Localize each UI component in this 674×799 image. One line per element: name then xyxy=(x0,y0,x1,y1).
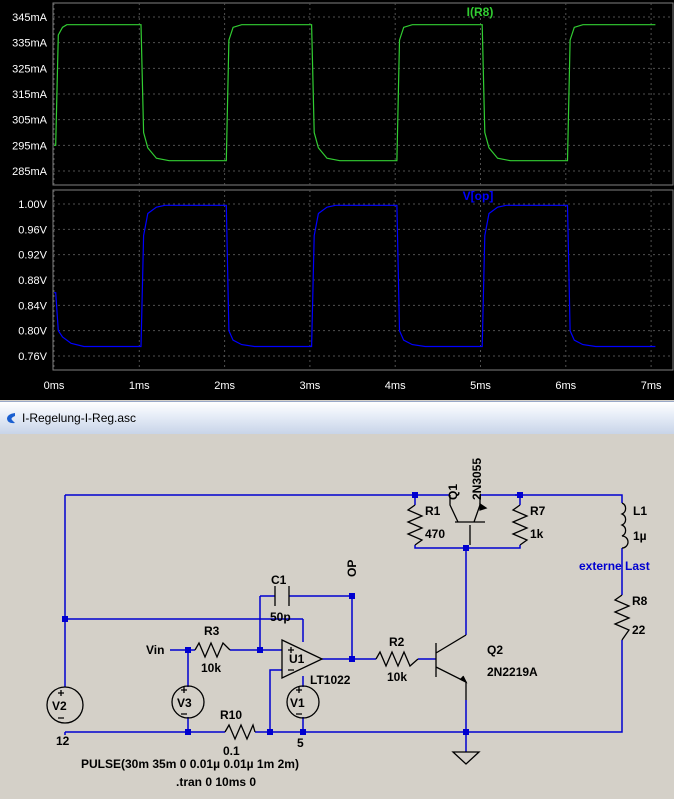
q2-model: 2N2219A xyxy=(487,665,538,679)
v1-name: V1 xyxy=(290,696,305,710)
plot2-y-tick-label: 1.00V xyxy=(18,199,47,211)
tran-directive[interactable]: .tran 0 10ms 0 xyxy=(176,775,256,789)
plot2-y-tick-label: 0.92V xyxy=(18,250,47,262)
r3-value: 10k xyxy=(201,661,221,675)
plot2-y-tick-label: 0.96V xyxy=(18,224,47,236)
x-tick-label: 6ms xyxy=(555,380,576,392)
plot2-y-tick-label: 0.76V xyxy=(18,351,47,363)
x-tick-label: 7ms xyxy=(641,380,662,392)
r7-resistor xyxy=(511,504,529,546)
l1-name: L1 xyxy=(633,504,647,518)
v2-source xyxy=(46,686,84,724)
v1-source xyxy=(286,685,320,719)
x-tick-label: 2ms xyxy=(214,380,235,392)
plot1-y-tick-label: 305mA xyxy=(12,115,48,127)
components[interactable] xyxy=(46,495,631,765)
plot1-y-tick-label: 345mA xyxy=(12,12,48,24)
r3-resistor xyxy=(194,641,231,659)
r2-value: 10k xyxy=(387,670,407,684)
plot2-trace xyxy=(54,204,656,348)
v2-value: 12 xyxy=(56,734,70,748)
pulse-directive[interactable]: PULSE(30m 35m 0 0.01µ 0.01µ 1m 2m) xyxy=(81,757,299,771)
x-tick-label: 1ms xyxy=(129,380,150,392)
r10-value: 0.1 xyxy=(223,744,240,758)
op-net-label: OP xyxy=(345,560,359,577)
u1-model: LT1022 xyxy=(310,673,351,687)
v3-source xyxy=(171,685,205,719)
r3-name: R3 xyxy=(204,624,220,638)
plot2-y-tick-label: 0.80V xyxy=(18,326,47,338)
r8-resistor xyxy=(613,594,631,641)
q1-model: 2N3055 xyxy=(470,458,484,500)
x-tick-label: 0ms xyxy=(44,380,65,392)
waveform-plots[interactable]: 345mA 335mA 325mA 315mA 305mA 295mA 285mA 1.00V… xyxy=(0,0,674,400)
r1-value: 470 xyxy=(425,527,445,541)
r7-value: 1k xyxy=(530,527,544,541)
schematic-canvas[interactable]: Q1 2N3055 R1 470 R7 1k L1 1µ externe Las… xyxy=(0,434,674,799)
schematic-window-titlebar[interactable]: I-Regelung-I-Reg.asc xyxy=(0,401,674,435)
c1-value: 50p xyxy=(270,610,291,624)
r7-name: R7 xyxy=(530,504,546,518)
q1-name: Q1 xyxy=(446,484,460,500)
r10-resistor xyxy=(224,723,256,741)
plot2-y-tick-label: 0.88V xyxy=(18,275,47,287)
ltspice-schematic-icon xyxy=(7,413,15,424)
v1-value: 5 xyxy=(297,736,304,750)
r1-resistor xyxy=(406,504,424,546)
plot1-y-tick-label: 325mA xyxy=(12,63,48,75)
r1-name: R1 xyxy=(425,504,441,518)
plot2-trace-label[interactable]: V[op] xyxy=(463,189,494,203)
plot1-y-tick-label: 335mA xyxy=(12,38,48,50)
load-label: externe Last xyxy=(579,559,650,573)
v2-name: V2 xyxy=(52,699,67,713)
plot2-y-tick-label: 0.84V xyxy=(18,300,47,312)
waveform-viewer[interactable]: 345mA 335mA 325mA 315mA 305mA 295mA 285mA 1.00V… xyxy=(0,0,674,400)
c1-name: C1 xyxy=(271,573,287,587)
r10-name: R10 xyxy=(220,708,242,722)
r8-name: R8 xyxy=(632,594,648,608)
x-tick-label: 5ms xyxy=(470,380,491,392)
plot1-y-tick-label: 295mA xyxy=(12,140,48,152)
plot1-trace-label[interactable]: I(R8) xyxy=(467,5,494,19)
c1-capacitor xyxy=(274,586,290,606)
window-title: I-Regelung-I-Reg.asc xyxy=(22,411,137,425)
wire-junctions xyxy=(62,492,523,735)
plot1-y-tick-label: 285mA xyxy=(12,166,48,178)
x-tick-label: 3ms xyxy=(300,380,321,392)
u1-name: U1 xyxy=(289,652,305,666)
q1-transistor xyxy=(449,495,485,545)
q2-transistor xyxy=(435,634,467,700)
x-tick-label: 4ms xyxy=(385,380,406,392)
ground-symbol xyxy=(451,751,481,765)
v3-name: V3 xyxy=(177,696,192,710)
r2-name: R2 xyxy=(389,635,405,649)
r8-value: 22 xyxy=(632,623,646,637)
r2-resistor xyxy=(375,650,419,668)
u1-opamp xyxy=(281,638,324,680)
l1-inductor xyxy=(620,502,629,549)
plot1-trace xyxy=(54,24,656,162)
plot1-y-tick-label: 315mA xyxy=(12,89,48,101)
q2-name: Q2 xyxy=(487,643,503,657)
l1-value: 1µ xyxy=(633,529,647,543)
vin-net-label: Vin xyxy=(146,643,164,657)
